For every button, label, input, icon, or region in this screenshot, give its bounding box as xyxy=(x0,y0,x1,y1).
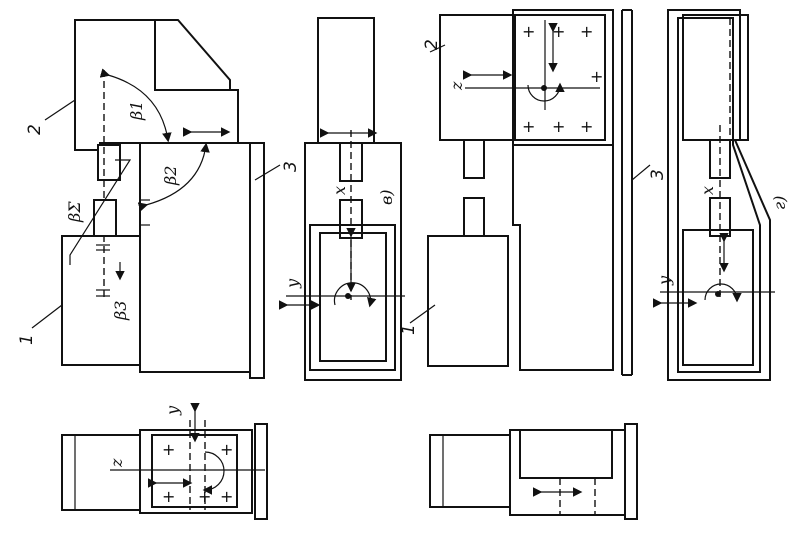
svg-text:+: + xyxy=(162,487,175,506)
svg-text:+: + xyxy=(198,487,211,506)
v-upper-block xyxy=(317,17,375,144)
g-upper-block xyxy=(682,14,749,141)
svg-text:+: + xyxy=(552,117,565,136)
plan-axis-y: y xyxy=(163,405,182,416)
svg-text:+: + xyxy=(552,22,565,41)
lower-spindle xyxy=(93,199,117,237)
part-1-block xyxy=(61,235,141,366)
label-part-2: 2 xyxy=(25,124,45,135)
plan-left-block xyxy=(61,434,141,511)
view-c: + + + + + + + 2 3 1 z xyxy=(399,9,668,376)
svg-text:+: + xyxy=(162,440,175,459)
g-axis-x: x xyxy=(698,186,717,195)
svg-text:+: + xyxy=(220,487,233,506)
label-beta-3: β3 xyxy=(111,301,130,321)
plan-rail xyxy=(254,423,268,520)
c-label-part-1: 1 xyxy=(399,324,419,335)
view-a: 2 3 1 β1 β2 β3 βΣ xyxy=(17,19,301,379)
view-v: x y в) xyxy=(278,17,405,381)
c-part-1-block xyxy=(427,235,509,367)
svg-text:+: + xyxy=(590,67,603,86)
part-2-slope xyxy=(155,19,231,90)
c-column xyxy=(512,144,614,371)
label-beta-1: β1 xyxy=(127,101,146,121)
g-table xyxy=(682,229,754,366)
label-part-3: 3 xyxy=(281,161,301,172)
c-axis-z: z xyxy=(447,81,466,91)
part-3-column xyxy=(139,142,251,373)
view-g: x y г) xyxy=(652,9,789,381)
upper-spindle xyxy=(97,144,121,181)
plan-view-left: + + + + + y z xyxy=(61,402,268,520)
c-part-2-block xyxy=(439,14,516,141)
v-axis-y: y xyxy=(283,278,302,289)
label-beta-2: β2 xyxy=(161,166,180,186)
label-beta-sigma: βΣ xyxy=(65,201,84,223)
c-label-part-2: 2 xyxy=(422,39,442,50)
svg-text:+: + xyxy=(580,117,593,136)
svg-text:+: + xyxy=(220,440,233,459)
part-2-block xyxy=(74,19,239,151)
label-part-1: 1 xyxy=(17,334,37,345)
c-lower-spindle xyxy=(463,197,485,237)
v-table-inner xyxy=(319,232,387,362)
v-axis-x: x xyxy=(330,186,349,195)
plan-right-rail xyxy=(624,423,638,520)
svg-text:+: + xyxy=(580,22,593,41)
c-label-part-3: 3 xyxy=(648,169,668,180)
plan-axis-z: z xyxy=(107,458,126,468)
svg-text:+: + xyxy=(522,22,535,41)
plan-right-column xyxy=(509,429,626,516)
plan-view-right xyxy=(429,423,638,520)
view-v-label: в) xyxy=(377,189,396,205)
plan-right-block xyxy=(429,434,511,508)
svg-text:+: + xyxy=(522,117,535,136)
c-upper-spindle xyxy=(463,139,485,179)
plan-column xyxy=(139,429,253,514)
g-axis-y: y xyxy=(655,275,674,286)
v-table-outer xyxy=(309,224,396,371)
view-g-label: г) xyxy=(770,196,789,210)
part-3-rail xyxy=(249,142,265,379)
